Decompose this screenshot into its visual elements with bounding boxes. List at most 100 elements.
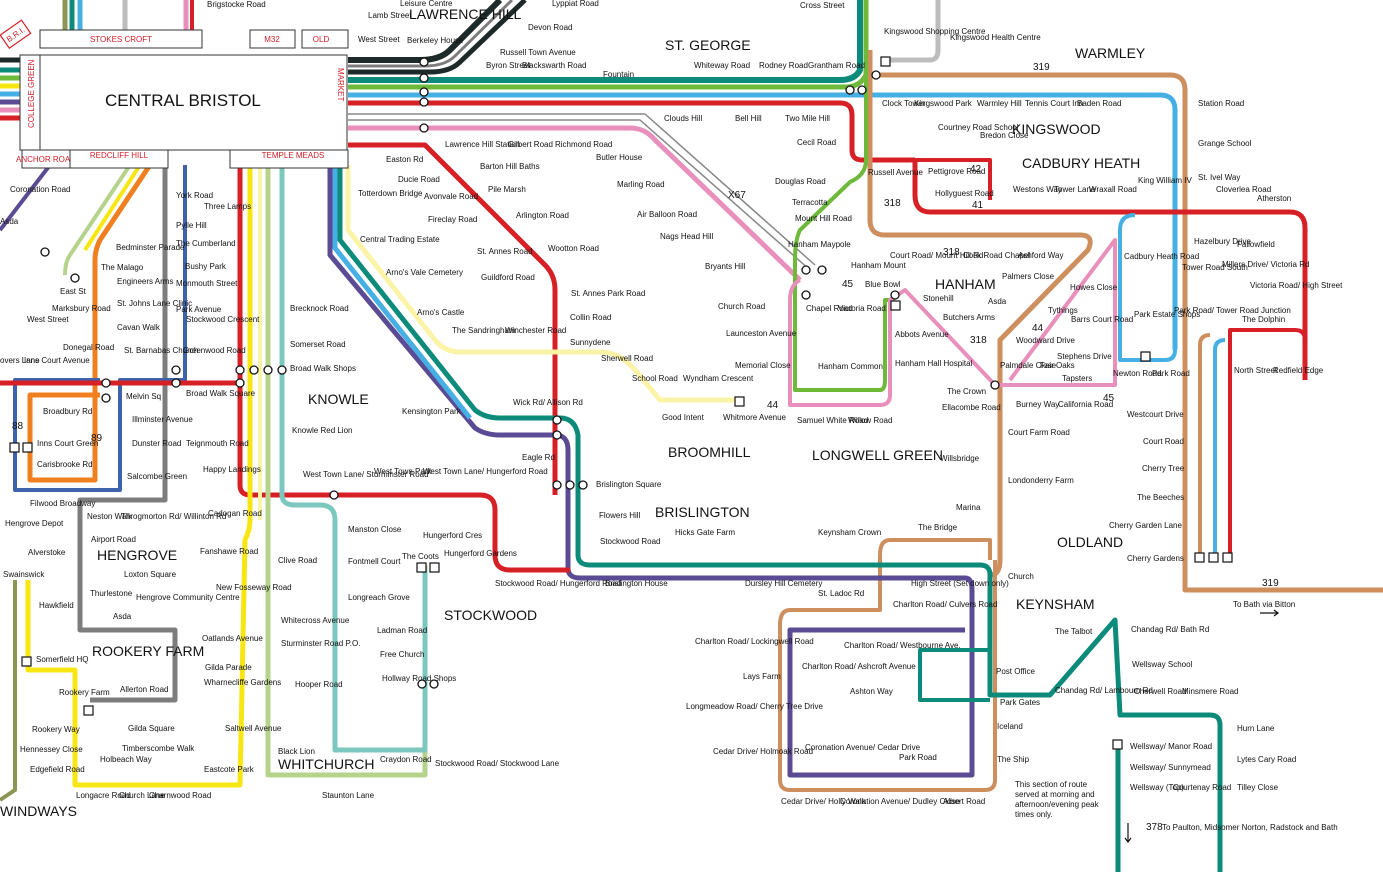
to-bath-note: To Bath via Bitton bbox=[1233, 600, 1295, 609]
route-319-top: 319 bbox=[1033, 62, 1050, 73]
stop-label: Hanham Maypole bbox=[788, 240, 851, 249]
junction-marker bbox=[419, 57, 429, 67]
peak-note-line-2: served at morning and bbox=[1015, 790, 1095, 799]
area-oldland: OLDLAND bbox=[1057, 534, 1123, 550]
old-market-box bbox=[301, 29, 349, 49]
stop-label: Kingswood Health Centre bbox=[950, 33, 1041, 42]
stop-label: Cock Road Chapel bbox=[963, 251, 1030, 260]
stop-label: Filwood Broadway bbox=[30, 499, 95, 508]
stop-label: Winchester Road bbox=[505, 326, 566, 335]
stop-label: Cloverlea Road bbox=[1216, 185, 1271, 194]
stop-label: Court Road/ Mount Hill Rd bbox=[890, 251, 983, 260]
route-line-green-hanham bbox=[793, 0, 895, 392]
stop-label: Whitmore Avenue bbox=[723, 413, 787, 422]
stop-label: Oatlands Avenue bbox=[202, 634, 263, 643]
stop-label: West Town Lane/ Hungerford Road bbox=[423, 467, 548, 476]
stop-label: West Street bbox=[358, 35, 400, 44]
stop-label: Newton Road bbox=[1113, 369, 1161, 378]
stop-label: Arlington Road bbox=[516, 211, 569, 220]
stop-label: Redfield Edge bbox=[1273, 366, 1324, 375]
stop-label: Hurn Lane bbox=[1237, 724, 1275, 733]
stop-label: Minsmere Road bbox=[1182, 687, 1238, 696]
stop-label: The Dolphin bbox=[1242, 315, 1285, 324]
terminus-marker bbox=[734, 396, 745, 407]
terminus-marker bbox=[83, 705, 94, 716]
stop-label: Cross Street bbox=[800, 1, 845, 10]
redcliff-hill-box bbox=[69, 149, 169, 169]
stop-label: The Malago bbox=[101, 263, 144, 272]
stop-label: Hawkfield bbox=[39, 601, 74, 610]
stop-label: Cadbury Heath Road bbox=[1124, 252, 1199, 261]
stop-label: West Street bbox=[27, 315, 69, 324]
route-line-tan-oldland bbox=[1198, 333, 1211, 560]
stop-label: Fallowfield bbox=[1237, 240, 1275, 249]
stop-label: The Talbot bbox=[1055, 627, 1093, 636]
stop-label: Sunnydene bbox=[570, 338, 611, 347]
stop-label: Chapel Road bbox=[806, 304, 853, 313]
route-line-paleyellow-whitmore bbox=[345, 165, 740, 403]
stop-label: Craydon Road bbox=[380, 755, 432, 764]
stop-label: Willow Road bbox=[848, 416, 892, 425]
stop-label: Rookery Way bbox=[32, 725, 80, 734]
stop-label: Leisure Centre bbox=[400, 0, 453, 8]
stop-label: Airport Road bbox=[91, 535, 136, 544]
stop-label: Clouds Hill bbox=[664, 114, 702, 123]
stop-label: Lytes Cary Road bbox=[1237, 755, 1296, 764]
stop-label: St. Annes Park Road bbox=[571, 289, 645, 298]
terminus-marker bbox=[429, 562, 440, 573]
stop-label: Charlton Road/ Ashcroft Avenue bbox=[802, 662, 916, 671]
stop-label: Asda bbox=[113, 612, 132, 621]
stop-label: Russell Avenue bbox=[868, 168, 924, 177]
stop-label: Byron Street bbox=[486, 61, 531, 70]
stop-label: Cherwell Road bbox=[1134, 687, 1186, 696]
stop-label: Lawrence Hill Station bbox=[445, 140, 520, 149]
stop-label: Wellsway (Top) bbox=[1130, 783, 1184, 792]
stop-label: Barton Hill Baths bbox=[480, 162, 540, 171]
route-line-tan-318 bbox=[867, 50, 1093, 578]
stop-label: Brigstocke Road bbox=[207, 0, 266, 9]
junction-marker bbox=[171, 378, 181, 388]
stop-label: Chandag Rd/ Bath Rd bbox=[1131, 625, 1209, 634]
stop-label: Hazelbury Drive bbox=[1194, 237, 1251, 246]
stop-label: Somerfield HQ bbox=[36, 655, 88, 664]
stop-label: Park Road/ Tower Road Junction bbox=[1174, 306, 1291, 315]
stop-label: Whiteway Road bbox=[694, 61, 750, 70]
stop-label: Courtenay Road bbox=[1173, 783, 1231, 792]
stop-label: Charlton Road/ Lockingwell Road bbox=[695, 637, 814, 646]
stop-label: Engineers Arms bbox=[117, 277, 173, 286]
stop-label: Guildford Road bbox=[481, 273, 535, 282]
stop-label: Brislington Square bbox=[596, 480, 662, 489]
stop-label: Court Road bbox=[1143, 437, 1184, 446]
stop-label: Bedminster Parade bbox=[116, 243, 185, 252]
stop-label: Ashford Way bbox=[1018, 251, 1064, 260]
stop-label: Wick Rd/ Allison Rd bbox=[513, 398, 583, 407]
stop-label: Devon Road bbox=[528, 23, 572, 32]
route-line-tan-warmley bbox=[875, 72, 1383, 593]
route-45-b: 45 bbox=[1103, 393, 1115, 404]
stop-label: Rodney Road bbox=[759, 61, 808, 70]
stop-label: Broadbury Rd bbox=[43, 407, 92, 416]
route-line-blue-east bbox=[348, 92, 1178, 350]
stop-label: Grange School bbox=[1198, 139, 1252, 148]
stop-label: Melvin Sq bbox=[126, 392, 161, 401]
stop-label: Clive Road bbox=[278, 556, 317, 565]
central-bristol-box bbox=[21, 54, 348, 151]
junction-marker bbox=[417, 679, 427, 689]
stop-label: Park Road bbox=[899, 753, 937, 762]
stop-label: Avonvale Road bbox=[424, 192, 478, 201]
stop-label: St. Annes Road bbox=[477, 247, 533, 256]
area-lawrence-hill: LAWRENCE HILL bbox=[409, 6, 522, 22]
stop-label: Kensington Park bbox=[402, 407, 462, 416]
junction-marker bbox=[101, 393, 111, 403]
stop-label: Victoria Road bbox=[838, 304, 886, 313]
junction-marker bbox=[419, 87, 429, 97]
stop-label: Two Mile Hill bbox=[785, 114, 830, 123]
stop-label: Chandag Rd/ Lambourn Rd bbox=[1055, 686, 1153, 695]
stop-label: The Coots bbox=[402, 552, 439, 561]
area-warmley: WARMLEY bbox=[1075, 45, 1146, 61]
route-42: 42 bbox=[970, 164, 982, 175]
stop-label: Allerton Road bbox=[120, 685, 168, 694]
stop-label: Free Church bbox=[380, 650, 424, 659]
stop-label: Ellacombe Road bbox=[942, 403, 1001, 412]
